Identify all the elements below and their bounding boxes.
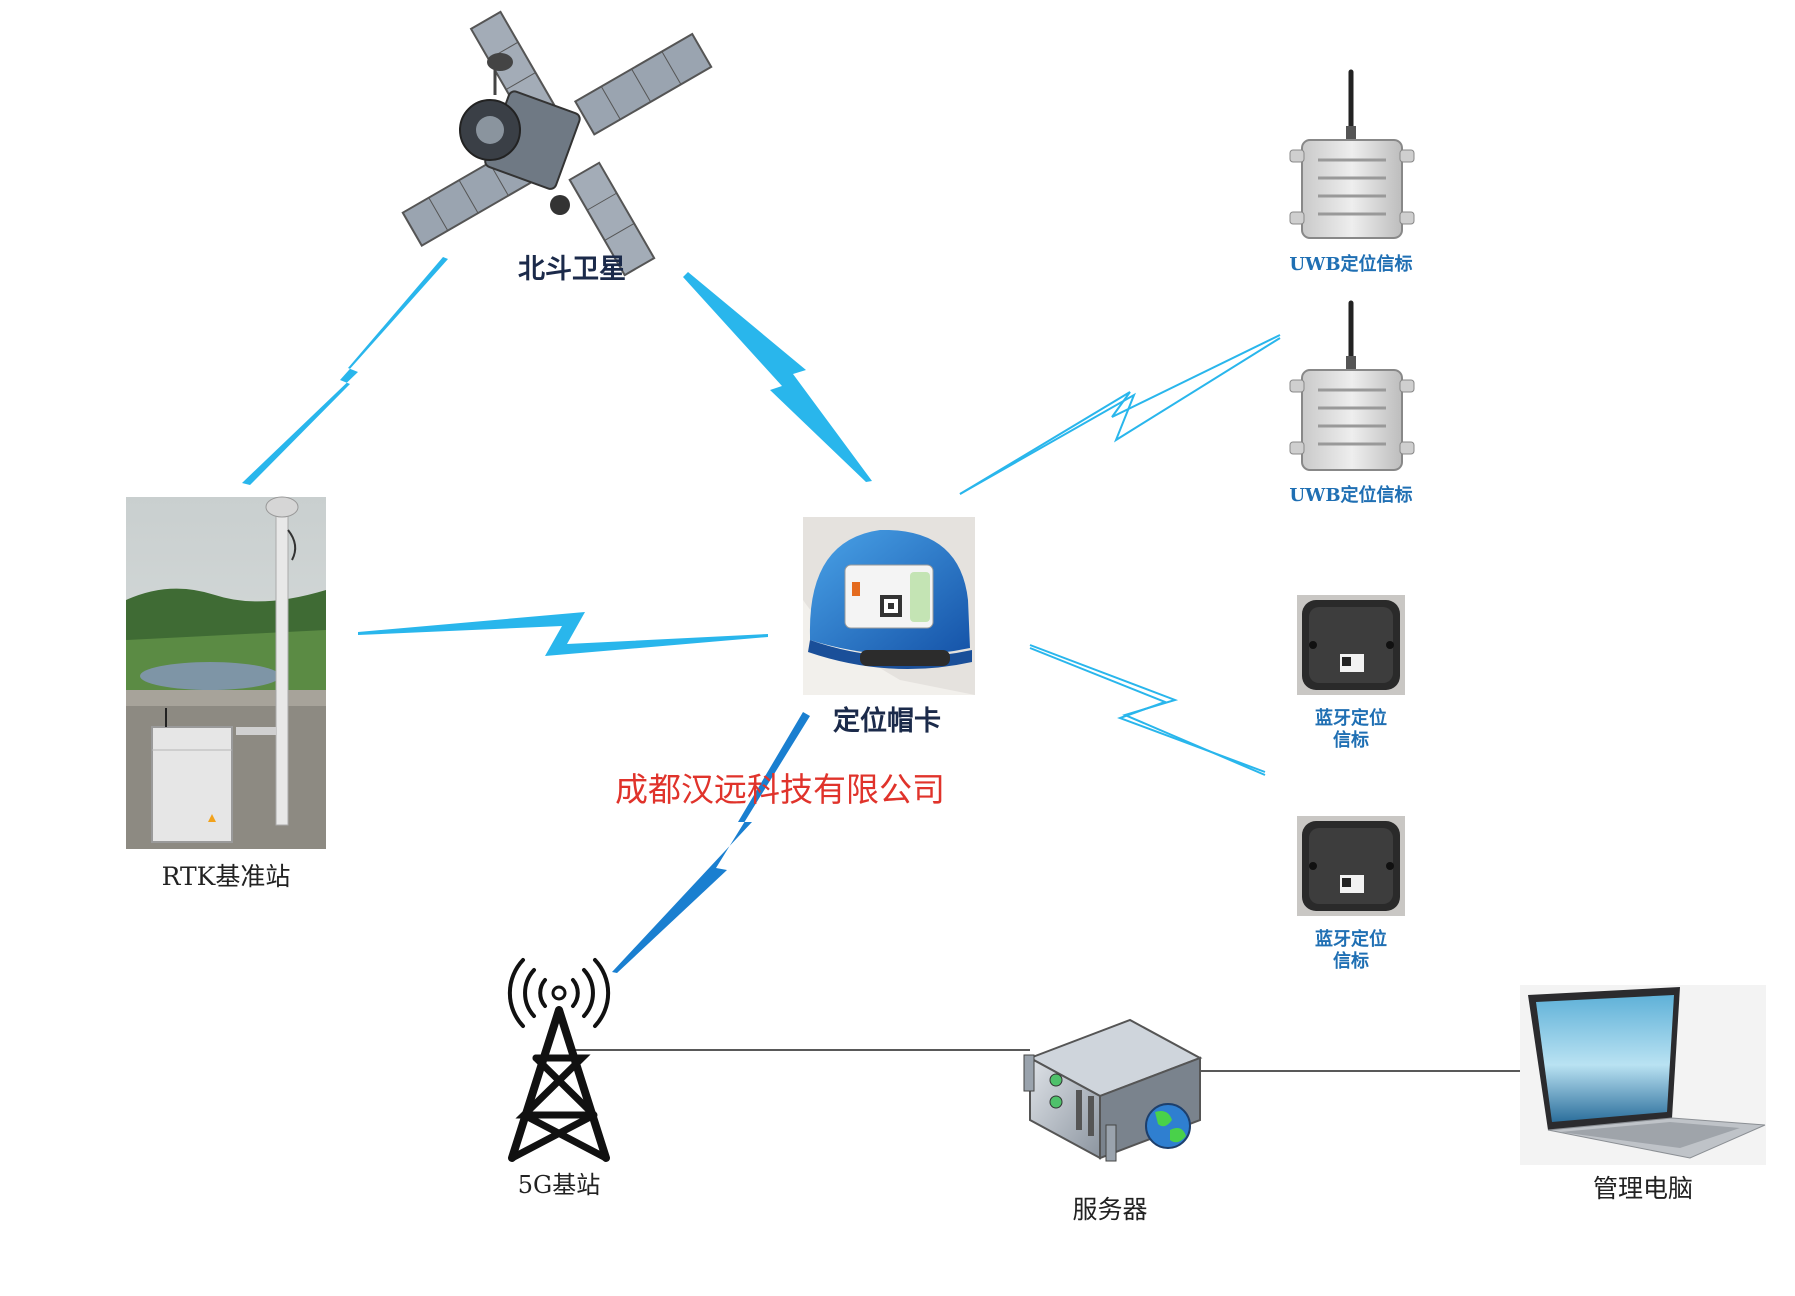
bluetooth-beacon-image-1 — [1297, 595, 1405, 695]
signal-helmet-tower — [612, 712, 810, 973]
signal-satellite-rtk — [242, 257, 448, 485]
laptop-image — [1520, 985, 1766, 1165]
signal-satellite-helmet — [683, 272, 872, 482]
rtk-station-image — [126, 496, 326, 849]
bluetooth-beacon-image-2 — [1297, 816, 1405, 916]
company-watermark: 成都汉远科技有限公司 — [615, 770, 945, 809]
signal-helmet-uwb — [959, 334, 1281, 495]
signal-rtk-helmet — [358, 612, 768, 656]
uwb-beacon-image-1 — [1289, 69, 1415, 239]
bluetooth-label-1a: 蓝牙定位 — [1315, 707, 1387, 729]
tower-label: 5G基站 — [518, 1171, 600, 1199]
cell-tower-icon — [507, 958, 611, 1162]
bluetooth-label-2b: 信标 — [1333, 950, 1369, 972]
satellite-label: 北斗卫星 — [518, 254, 626, 285]
helmet-label: 定位帽卡 — [833, 705, 941, 737]
laptop-label: 管理电脑 — [1593, 1174, 1693, 1203]
uwb-beacon-image-2 — [1289, 300, 1415, 471]
server-icon — [1023, 1018, 1203, 1162]
satellite-image — [401, 10, 713, 277]
uwb-label-2: UWB定位信标 — [1289, 484, 1412, 506]
bluetooth-label-1b: 信标 — [1333, 729, 1369, 751]
uwb-label-1: UWB定位信标 — [1289, 253, 1412, 275]
rtk-label: RTK基准站 — [162, 862, 291, 891]
helmet-tag-image — [803, 517, 975, 695]
server-label: 服务器 — [1072, 1195, 1147, 1224]
signal-helmet-bluetooth — [1029, 644, 1266, 776]
bluetooth-label-2a: 蓝牙定位 — [1315, 928, 1387, 950]
